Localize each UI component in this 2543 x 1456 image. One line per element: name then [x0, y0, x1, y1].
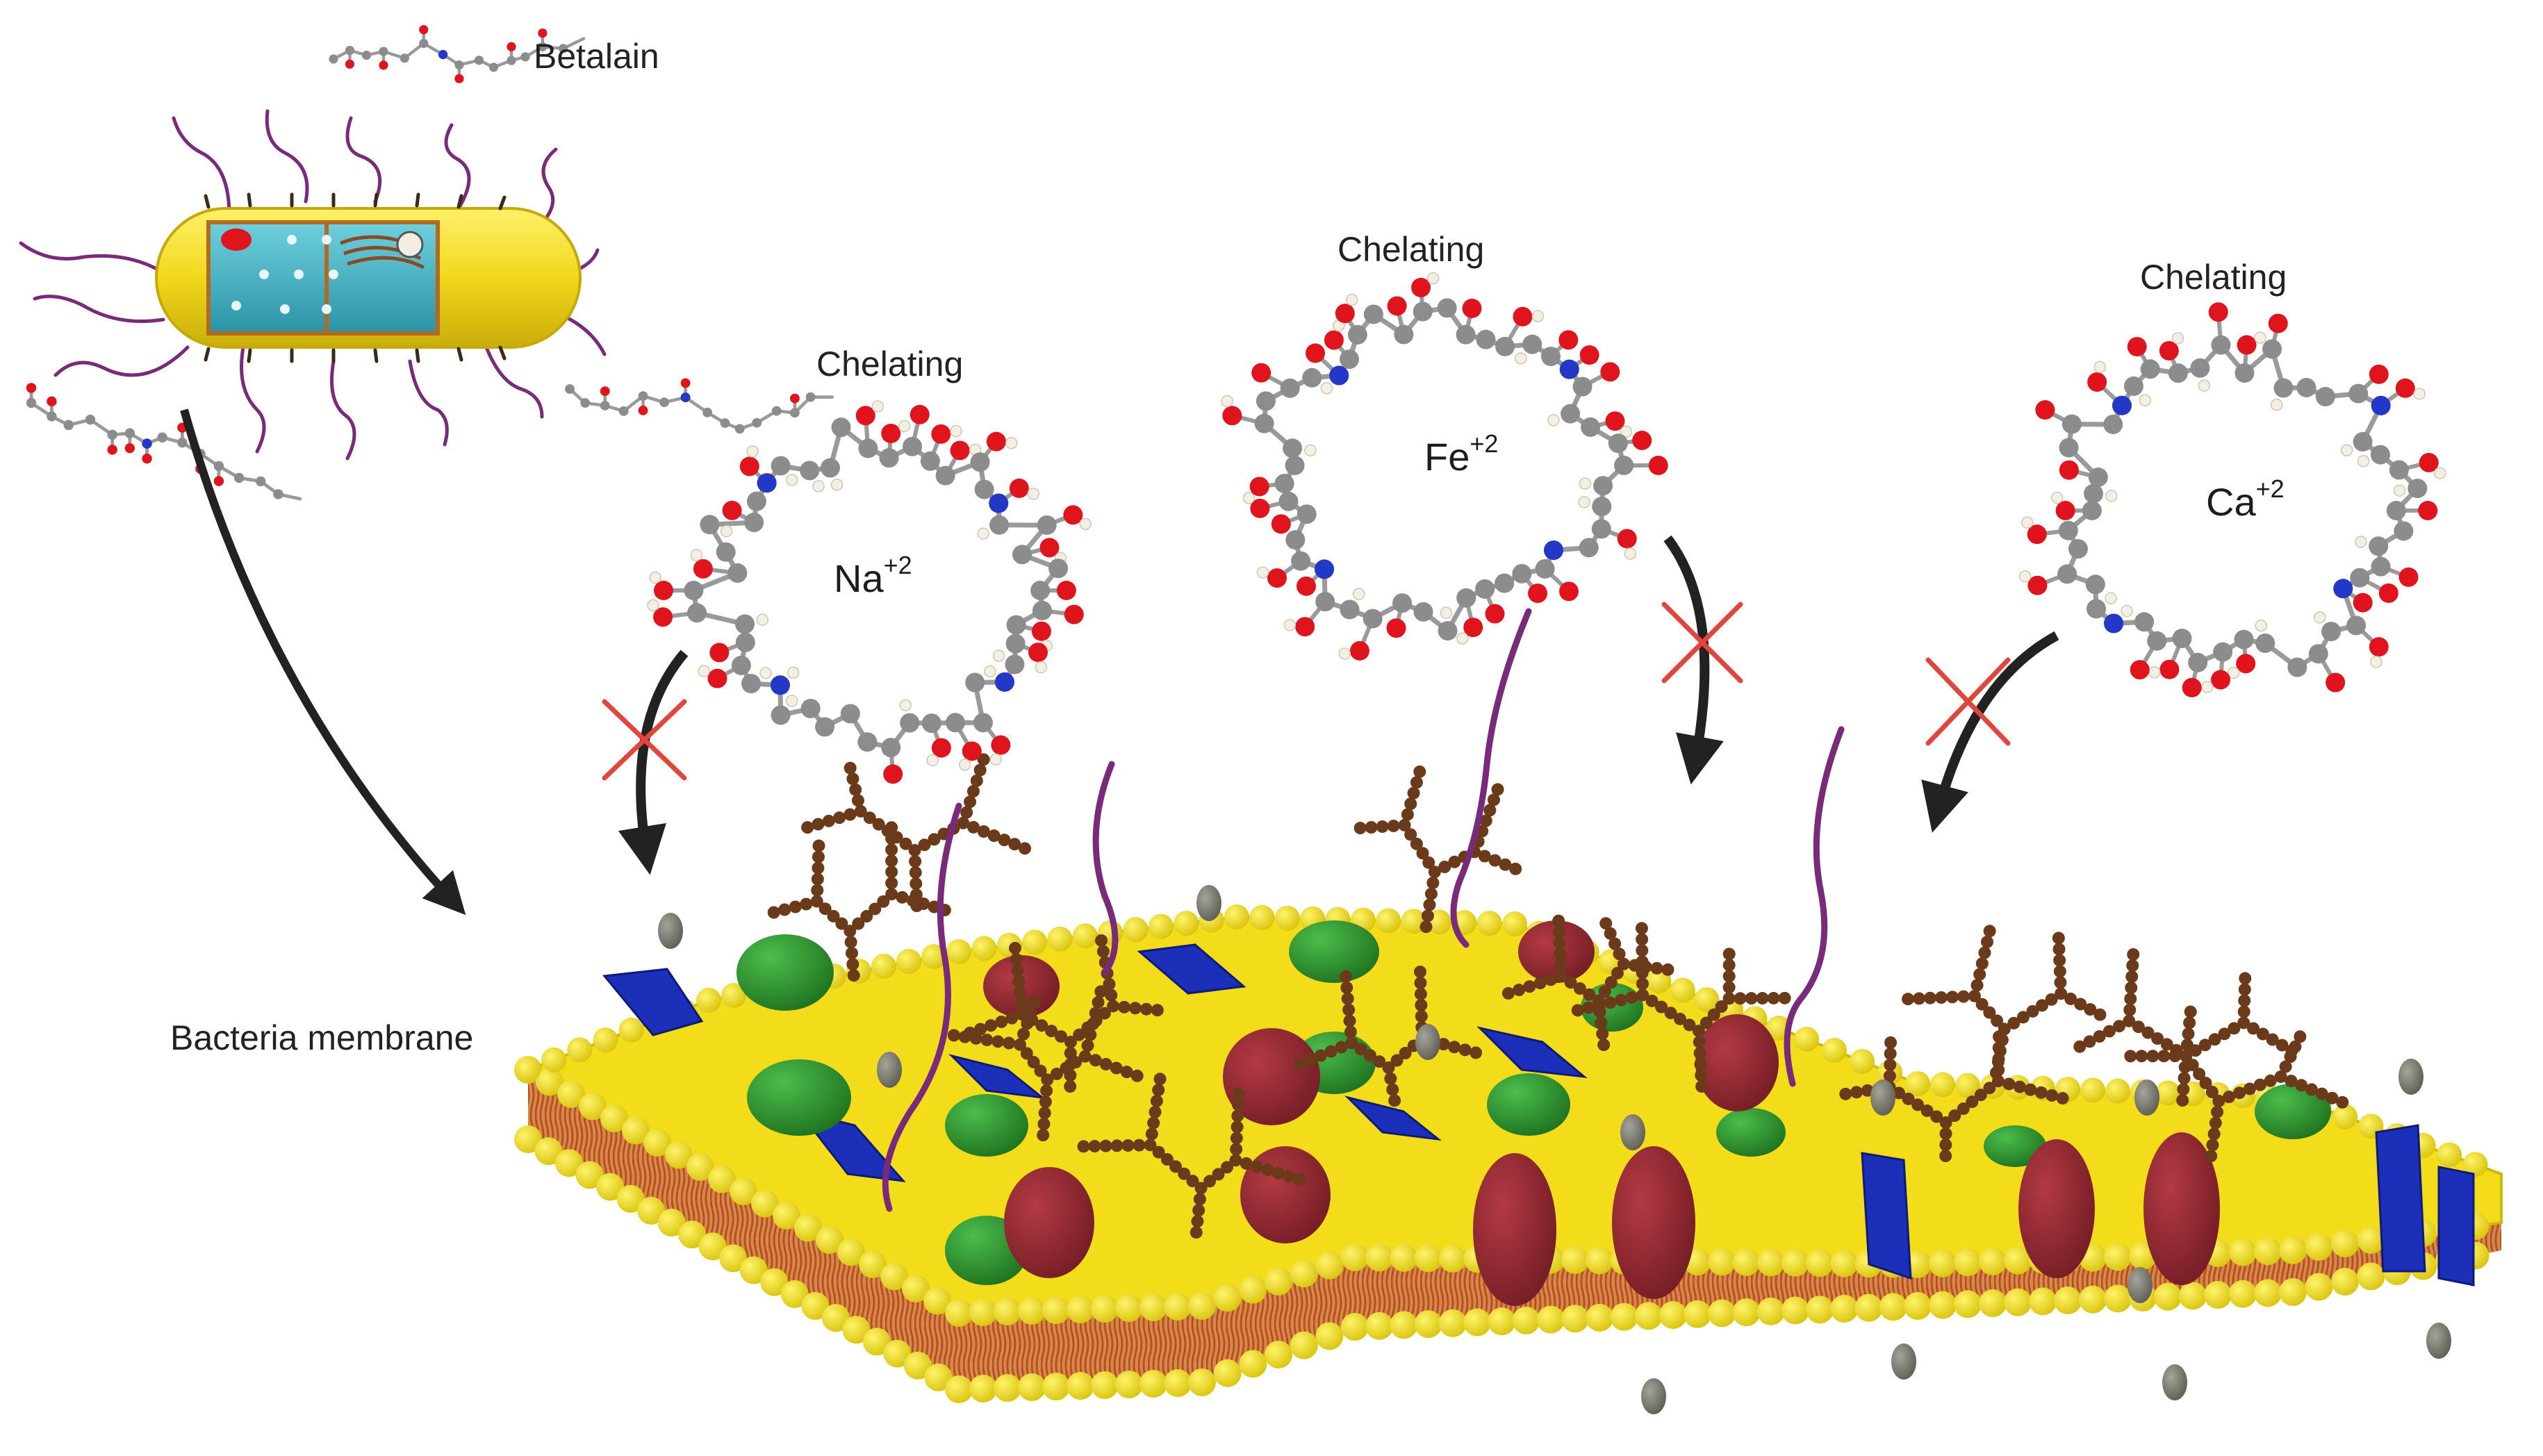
- atoms: [2018, 302, 2446, 697]
- bacteria-membrane: [514, 608, 2503, 1414]
- ion-label-ca: Ca+2: [2206, 477, 2285, 524]
- ion-charge-ca: +2: [2255, 474, 2285, 503]
- betalain-molecule-right: [565, 378, 834, 434]
- atoms: [647, 400, 1092, 784]
- label-betalain: Betalain: [534, 37, 659, 76]
- ion-symbol-na: Na: [834, 556, 884, 600]
- block-cross-na: [602, 699, 687, 781]
- chelate-ring-fe: [1221, 272, 1668, 661]
- label-chelating-na: Chelating: [816, 345, 964, 383]
- membrane-flagella: [882, 608, 1845, 1212]
- chelate-ring-ca: [2018, 302, 2446, 697]
- blocked-arrow-fe: [1661, 535, 1743, 785]
- chelate-ring-na: [647, 400, 1092, 784]
- ion-charge-fe: +2: [1470, 429, 1499, 458]
- globular-proteins: [736, 920, 2331, 1285]
- blocked-arrow-ca: [1921, 631, 2059, 833]
- blocked-arrow-na: [602, 650, 689, 875]
- block-cross-fe: [1661, 602, 1743, 684]
- pore-proteins: [983, 920, 2220, 1306]
- block-cross-ca: [1925, 657, 2011, 746]
- ion-particles: [658, 885, 2451, 1414]
- bacterium-flagella: [19, 109, 607, 461]
- ion-symbol-ca: Ca: [2206, 480, 2256, 524]
- glycan-chains: [767, 753, 2349, 1239]
- ion-label-fe: Fe+2: [1424, 431, 1498, 479]
- ion-charge-na: +2: [883, 551, 912, 579]
- bacterium-cell: [19, 109, 607, 461]
- label-bacteria-membrane: Bacteria membrane: [170, 1018, 474, 1057]
- ion-label-na: Na+2: [834, 553, 912, 601]
- betalain-molecule-left: [26, 383, 302, 501]
- betalain-molecule-top: [329, 25, 586, 83]
- atoms: [1221, 272, 1668, 661]
- label-chelating-ca: Chelating: [2140, 258, 2287, 297]
- ion-symbol-fe: Fe: [1424, 435, 1470, 479]
- arrow-to-membrane: [180, 408, 466, 916]
- membrane-bottom-heads: [514, 1125, 2489, 1403]
- label-chelating-fe: Chelating: [1338, 230, 1485, 269]
